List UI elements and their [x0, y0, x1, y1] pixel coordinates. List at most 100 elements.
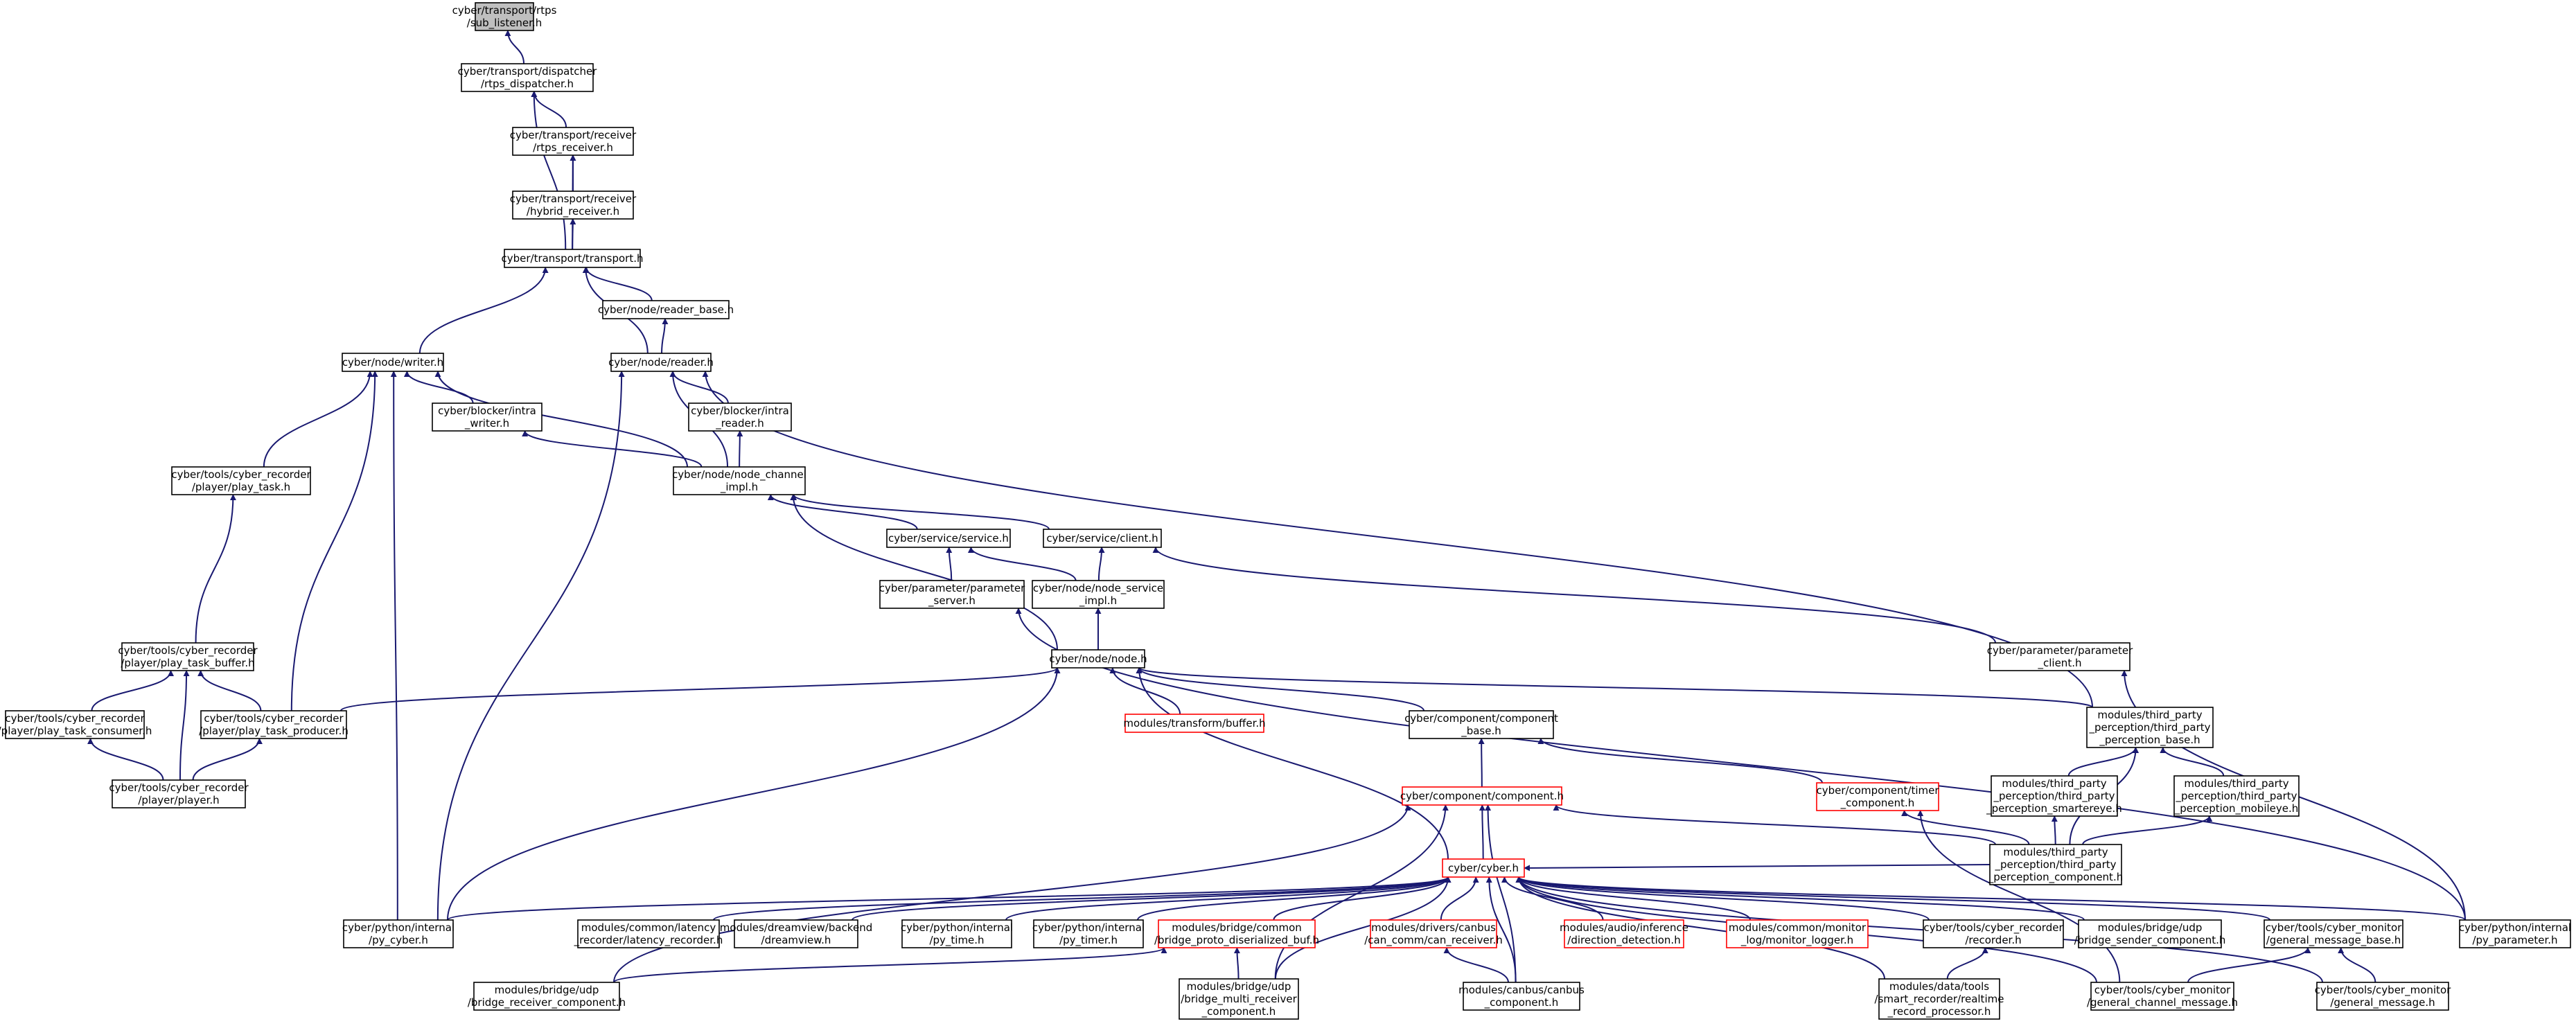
file-node-cyber[interactable]: cyber/cyber.h: [1442, 858, 1525, 878]
edge-path: [390, 371, 398, 921]
edge-path: [967, 547, 1077, 581]
edge-path: [791, 494, 1050, 530]
file-node-tp-component[interactable]: modules/third_party_perception/third_par…: [1988, 844, 2123, 885]
file-node-box: [5, 710, 145, 739]
file-node-label: modules/bridge/udp: [1187, 980, 1291, 993]
file-node-hybrid-receiver[interactable]: cyber/transport/receiver/hybrid_receiver…: [510, 191, 637, 220]
file-node-label: cyber/tools/cyber_recorder: [5, 712, 145, 725]
file-node-box: [112, 779, 246, 808]
file-node-direction-detection[interactable]: modules/audio/inference/direction_detect…: [1560, 919, 1688, 948]
edge-path: [1524, 864, 1991, 872]
edge-path: [195, 494, 236, 644]
file-node-tp-mobileye[interactable]: modules/third_party_perception/third_par…: [2173, 775, 2300, 817]
edge-component-base-to-node: [1136, 667, 1425, 711]
file-node-tp-perception-base[interactable]: modules/third_party_perception/third_par…: [2086, 707, 2214, 748]
file-node-recorder[interactable]: cyber/tools/cyber_recorder/recorder.h: [1923, 919, 2064, 948]
file-node-dreamview[interactable]: modules/dreamview/backend/dreamview.h: [720, 919, 872, 948]
file-node-transform-buffer[interactable]: modules/transform/buffer.h: [1123, 714, 1266, 733]
file-node-label: /player/play_task_producer.h: [199, 725, 349, 738]
file-node-client[interactable]: cyber/service/client.h: [1043, 529, 1162, 548]
file-node-label: _perception/third_party: [1993, 790, 2115, 803]
file-node-label: cyber/transport/transport.h: [501, 252, 643, 265]
file-node-box: [2078, 919, 2222, 948]
edge-play-task-to-writer: [263, 371, 373, 468]
file-node-reader[interactable]: cyber/node/reader.h: [608, 353, 714, 372]
file-node-component-base[interactable]: cyber/component/component_base.h: [1404, 710, 1558, 739]
file-node-general-channel-message[interactable]: cyber/tools/cyber_monitor/general_channe…: [2087, 982, 2238, 1011]
file-node-label: /py_timer.h: [1059, 934, 1118, 947]
file-node-rtps-receiver[interactable]: cyber/transport/receiver/rtps_receiver.h: [510, 127, 637, 156]
edge-path: [1485, 876, 1517, 983]
file-node-label: /general_channel_message.h: [2087, 996, 2238, 1009]
edge-path: [946, 547, 953, 581]
file-node-bridge-receiver[interactable]: modules/bridge/udp/bridge_receiver_compo…: [468, 982, 626, 1011]
file-node-play-task-consumer[interactable]: cyber/tools/cyber_recorder/player/play_t…: [0, 710, 152, 739]
file-node-latency-recorder[interactable]: modules/common/latency_recorder/latency_…: [574, 919, 723, 948]
file-node-component[interactable]: cyber/component/component.h: [1400, 786, 1564, 806]
file-node-label: modules/data/tools: [1889, 980, 1989, 993]
file-node-box: [1409, 710, 1554, 739]
file-node-label: /player/play_task.h: [192, 481, 290, 494]
file-node-py-time[interactable]: cyber/python/internal/py_time.h: [901, 919, 1013, 948]
edge-path: [1515, 876, 2466, 921]
edge-path: [1553, 804, 1996, 845]
file-node-py-cyber[interactable]: cyber/python/internal/py_cyber.h: [342, 919, 455, 948]
file-node-box: [2086, 707, 2214, 748]
file-node-parameter-server[interactable]: cyber/parameter/parameter_server.h: [879, 580, 1025, 609]
file-node-play-task-producer[interactable]: cyber/tools/cyber_recorder/player/play_t…: [199, 710, 349, 739]
edge-path: [1136, 667, 1425, 711]
file-node-node[interactable]: cyber/node/node.h: [1049, 649, 1147, 669]
file-node-tp-smartereye[interactable]: modules/third_party_perception/third_par…: [1986, 775, 2122, 817]
file-node-play-task[interactable]: cyber/tools/cyber_recorder/player/play_t…: [171, 466, 311, 495]
edge-path: [522, 430, 703, 468]
file-node-label: _impl.h: [720, 481, 758, 494]
edge-dreamview-to-cyber: [852, 876, 1452, 921]
file-node-intra-reader[interactable]: cyber/blocker/intra_reader.h: [688, 403, 792, 432]
edge-path: [447, 667, 1061, 921]
file-node-label: _perception_base.h: [2099, 734, 2200, 747]
edge-path: [531, 91, 567, 128]
file-node-realtime-record[interactable]: modules/data/tools/smart_recorder/realti…: [1875, 978, 2004, 1020]
file-node-bridge-sender[interactable]: modules/bridge/udp/bridge_sender_compone…: [2074, 919, 2226, 948]
file-node-box: [734, 919, 858, 948]
edge-path: [852, 876, 1452, 921]
file-node-monitor-logger[interactable]: modules/common/monitor_log/monitor_logge…: [1726, 919, 1869, 948]
file-node-py-timer[interactable]: cyber/python/internal/py_timer.h: [1032, 919, 1145, 948]
file-node-general-message[interactable]: cyber/tools/cyber_monitor/general_messag…: [2315, 982, 2451, 1011]
file-node-player[interactable]: cyber/tools/cyber_recorder/player/player…: [109, 779, 249, 808]
file-node-py-parameter[interactable]: cyber/python/internal/py_parameter.h: [2459, 919, 2571, 948]
file-node-label: cyber/tools/cyber_monitor: [2094, 984, 2231, 997]
file-node-box: [121, 642, 254, 671]
file-node-can-receiver[interactable]: modules/drivers/canbus/can_comm/can_rece…: [1364, 919, 1503, 948]
file-node-canbus-component[interactable]: modules/canbus/canbus_component.h: [1458, 982, 1585, 1011]
edge-path: [570, 218, 576, 250]
file-node-writer[interactable]: cyber/node/writer.h: [342, 353, 444, 372]
edge-path: [1501, 876, 1604, 921]
file-node-rtps-dispatcher[interactable]: cyber/transport/dispatcher/rtps_dispatch…: [458, 63, 598, 92]
file-node-play-task-buffer[interactable]: cyber/tools/cyber_recorder/player/play_t…: [118, 642, 258, 671]
file-node-node-service-impl[interactable]: cyber/node/node_service_impl.h: [1032, 580, 1165, 609]
file-node-timer-component[interactable]: cyber/component/timer_component.h: [1816, 782, 1939, 811]
file-node-parameter-client[interactable]: cyber/parameter/parameter_client.h: [1987, 642, 2133, 671]
edge-parameter-client-to-client: [1152, 547, 1996, 644]
edge-path: [531, 91, 567, 250]
edge-path: [434, 371, 688, 468]
file-node-label: /general_message_base.h: [2266, 934, 2401, 947]
file-node-label: modules/third_party: [2184, 777, 2288, 790]
file-node-service[interactable]: cyber/service/service.h: [886, 529, 1011, 548]
file-node-bridge-multi-receiver[interactable]: modules/bridge/udp/bridge_multi_receiver…: [1179, 978, 1299, 1020]
file-node-intra-writer[interactable]: cyber/blocker/intra_writer.h: [432, 403, 542, 432]
file-node-box: [512, 191, 634, 220]
file-node-box: [886, 529, 1011, 548]
file-node-label: /bridge_multi_receiver: [1181, 993, 1297, 1006]
file-node-label: _component.h: [1484, 996, 1559, 1009]
edge-path: [263, 371, 373, 468]
file-node-transport[interactable]: cyber/transport/transport.h: [501, 249, 644, 268]
file-node-reader-base[interactable]: cyber/node/reader_base.h: [598, 300, 734, 319]
file-node-general-message-base[interactable]: cyber/tools/cyber_monitor/general_messag…: [2264, 919, 2403, 948]
edge-path: [1137, 876, 1452, 921]
edge-path: [713, 876, 1452, 921]
file-node-node-channel-impl[interactable]: cyber/node/node_channel_impl.h: [672, 466, 806, 495]
file-node-label: _impl.h: [1079, 594, 1117, 608]
file-node-bridge-proto-buf[interactable]: modules/bridge/common/bridge_proto_diser…: [1154, 919, 1319, 948]
